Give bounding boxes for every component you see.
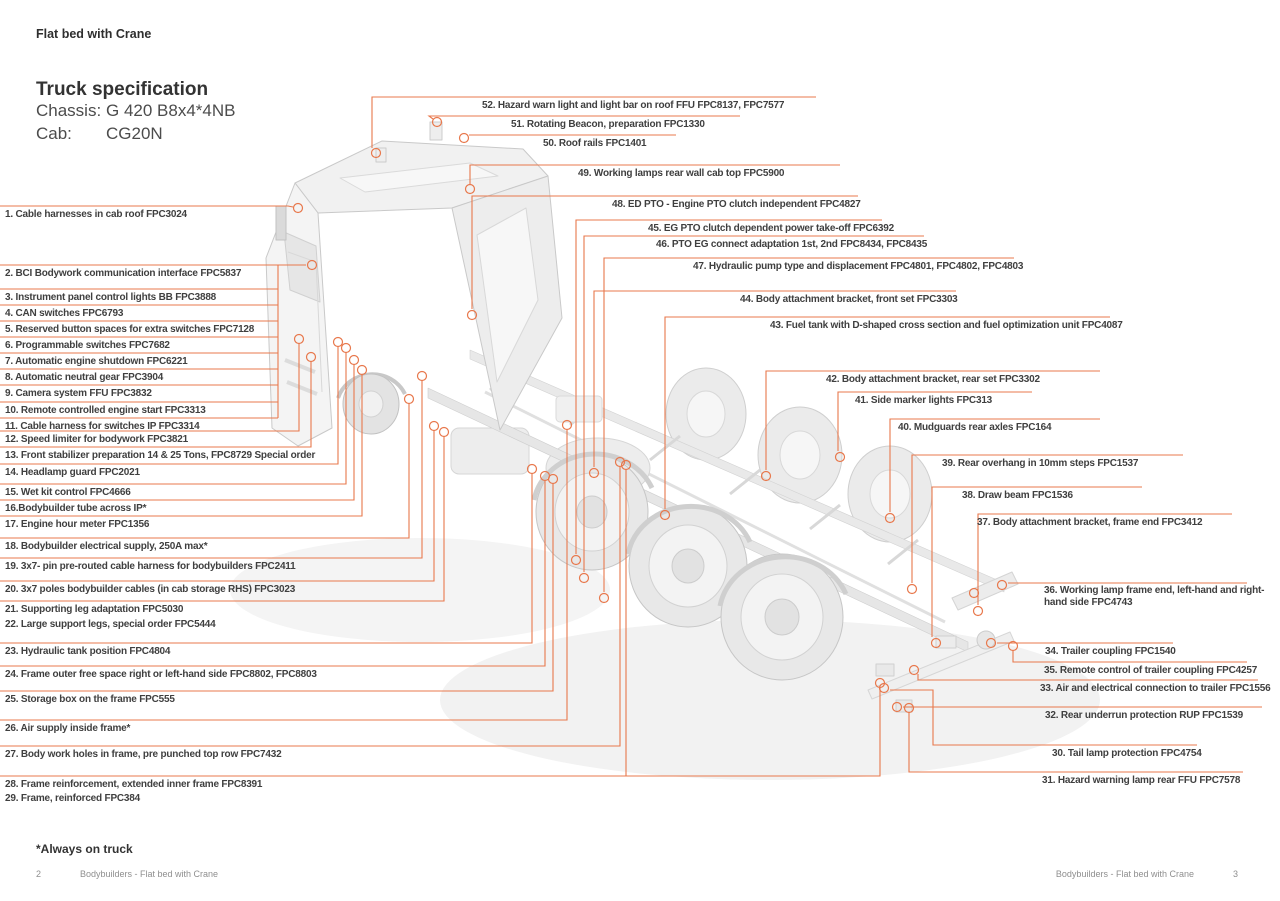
callout-15: 15. Wet kit control FPC4666 (5, 487, 131, 498)
cab-label: Cab: (36, 124, 72, 143)
callout-2: 2. BCI Bodywork communication interface … (5, 268, 242, 279)
callout-1: 1. Cable harnesses in cab roof FPC3024 (5, 209, 187, 220)
callout-16: 16.Bodybuilder tube across IP* (5, 503, 147, 514)
callout-19: 19. 3x7- pin pre-routed cable harness fo… (5, 561, 296, 572)
document-label: Flat bed with Crane (36, 27, 152, 41)
callout-30: 30. Tail lamp protection FPC4754 (1052, 748, 1202, 759)
callout-26: 26. Air supply inside frame* (5, 723, 131, 734)
callout-41: 41. Side marker lights FPC313 (855, 395, 993, 406)
cab-spec: Cab: CG20N (36, 124, 163, 144)
callout-38: 38. Draw beam FPC1536 (962, 490, 1073, 501)
chassis-label: Chassis: (36, 101, 102, 120)
callout-46: 46. PTO EG connect adaptation 1st, 2nd F… (656, 239, 928, 250)
callout-25: 25. Storage box on the frame FPC555 (5, 694, 175, 705)
callout-24: 24. Frame outer free space right or left… (5, 669, 317, 680)
callout-36: 36. Working lamp frame end, left-hand an… (1044, 585, 1265, 608)
callout-43: 43. Fuel tank with D-shaped cross sectio… (770, 320, 1123, 331)
page-title: Truck specification (36, 79, 209, 100)
callout-9: 9. Camera system FFU FPC3832 (5, 388, 152, 399)
callout-5: 5. Reserved button spaces for extra swit… (5, 324, 255, 335)
footnote: *Always on truck (36, 842, 133, 856)
callout-28: 28. Frame reinforcement, extended inner … (5, 779, 263, 790)
callout-33: 33. Air and electrical connection to tra… (1040, 683, 1271, 694)
chassis-value: G 420 B8x4*4NB (106, 101, 236, 120)
callout-49: 49. Working lamps rear wall cab top FPC5… (578, 168, 785, 179)
callout-47: 47. Hydraulic pump type and displacement… (693, 261, 1024, 272)
footer-text-left: Bodybuilders - Flat bed with Crane (80, 869, 219, 879)
callout-11: 11. Cable harness for switches IP FPC331… (5, 421, 200, 432)
callout-markers (292, 116, 1019, 714)
callout-40: 40. Mudguards rear axles FPC164 (898, 422, 1052, 433)
chassis-spec: Chassis: G 420 B8x4*4NB (36, 101, 235, 121)
footer-text-right: Bodybuilders - Flat bed with Crane (1055, 869, 1194, 879)
callout-34: 34. Trailer coupling FPC1540 (1045, 646, 1176, 657)
callout-6: 6. Programmable switches FPC7682 (5, 340, 170, 351)
callout-14: 14. Headlamp guard FPC2021 (5, 467, 140, 478)
callout-7: 7. Automatic engine shutdown FPC6221 (5, 356, 188, 367)
callout-10: 10. Remote controlled engine start FPC33… (5, 405, 206, 416)
callout-31: 31. Hazard warning lamp rear FFU FPC7578 (1042, 775, 1241, 786)
callout-3: 3. Instrument panel control lights BB FP… (5, 292, 217, 303)
cab-value: CG20N (106, 124, 163, 143)
page-number-right: 3 (1232, 869, 1238, 879)
callout-42: 42. Body attachment bracket, rear set FP… (826, 374, 1040, 385)
callout-52: 52. Hazard warn light and light bar on r… (482, 100, 785, 111)
callout-23: 23. Hydraulic tank position FPC4804 (5, 646, 171, 657)
callout-22: 22. Large support legs, special order FP… (5, 619, 216, 630)
callout-39: 39. Rear overhang in 10mm steps FPC1537 (942, 458, 1139, 469)
callout-37: 37. Body attachment bracket, frame end F… (977, 517, 1203, 528)
callout-18: 18. Bodybuilder electrical supply, 250A … (5, 541, 208, 552)
callout-4: 4. CAN switches FPC6793 (5, 308, 124, 319)
callout-21: 21. Supporting leg adaptation FPC5030 (5, 604, 184, 615)
callout-27: 27. Body work holes in frame, pre punche… (5, 749, 282, 760)
callout-8: 8. Automatic neutral gear FPC3904 (5, 372, 164, 383)
callout-35: 35. Remote control of trailer coupling F… (1044, 665, 1258, 676)
callout-13: 13. Front stabilizer preparation 14 & 25… (5, 450, 316, 461)
callout-32: 32. Rear underrun protection RUP FPC1539 (1045, 710, 1243, 721)
callout-29: 29. Frame, reinforced FPC384 (5, 793, 141, 804)
leader-lines (0, 96, 1262, 777)
page-number-left: 2 (36, 869, 42, 879)
callout-45: 45. EG PTO clutch dependent power take-o… (648, 223, 894, 234)
callout-50: 50. Roof rails FPC1401 (543, 138, 647, 149)
callout-44: 44. Body attachment bracket, front set F… (740, 294, 958, 305)
callout-48: 48. ED PTO - Engine PTO clutch independe… (612, 199, 861, 210)
callout-20: 20. 3x7 poles bodybuilder cables (in cab… (5, 584, 296, 595)
callout-17: 17. Engine hour meter FPC1356 (5, 519, 150, 530)
callout-51: 51. Rotating Beacon, preparation FPC1330 (511, 119, 705, 130)
callout-12: 12. Speed limiter for bodywork FPC3821 (5, 434, 189, 445)
